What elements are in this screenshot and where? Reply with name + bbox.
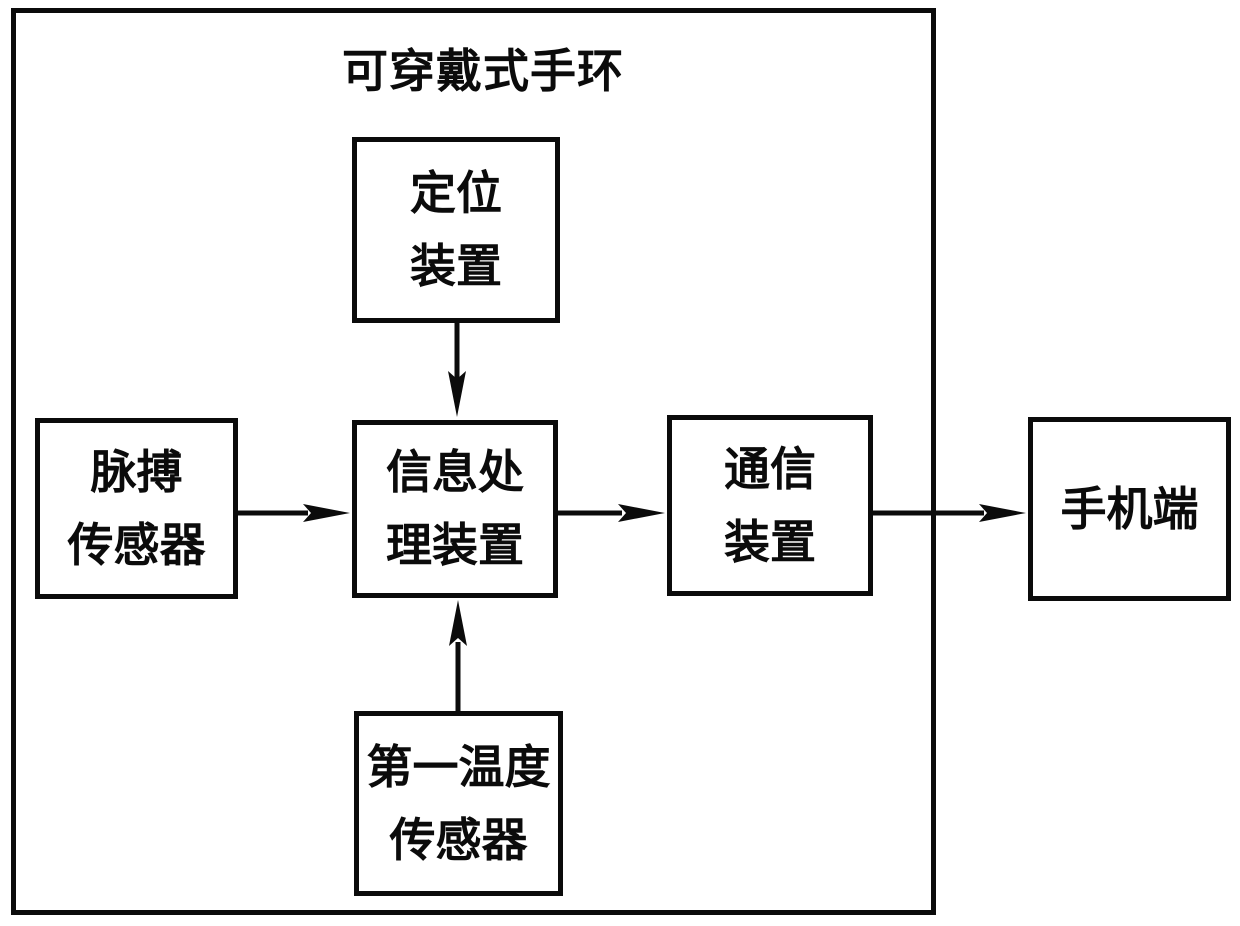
positioning-device-label-line2: 装置 [410, 241, 502, 292]
communication-device-label-line2: 装置 [724, 516, 816, 568]
first-temperature-sensor-box: 第一温度 传感器 [354, 711, 563, 896]
pulse-sensor-label-line1: 脉搏 [90, 446, 183, 498]
pulse-sensor-box: 脉搏 传感器 [35, 418, 238, 599]
communication-device-label-line1: 通信 [724, 443, 816, 495]
first-temperature-sensor-label-line1: 第一温度 [366, 741, 551, 793]
communication-device-box: 通信 装置 [667, 415, 873, 596]
diagram-title: 可穿戴式手环 [342, 46, 624, 97]
mobile-phone-box: 手机端 [1028, 417, 1231, 601]
information-processing-device-box: 信息处 理装置 [352, 420, 558, 598]
first-temperature-sensor-label-line2: 传感器 [389, 814, 528, 866]
information-processing-label-line1: 信息处 [386, 447, 524, 498]
information-processing-label-line2: 理装置 [386, 520, 524, 571]
wearable-bracelet-boundary-box [11, 8, 936, 915]
positioning-device-box: 定位 装置 [352, 137, 560, 323]
mobile-phone-label: 手机端 [1060, 483, 1199, 535]
arrowhead-right-icon [979, 504, 1026, 522]
positioning-device-label-line1: 定位 [410, 168, 502, 219]
pulse-sensor-label-line2: 传感器 [67, 519, 206, 571]
